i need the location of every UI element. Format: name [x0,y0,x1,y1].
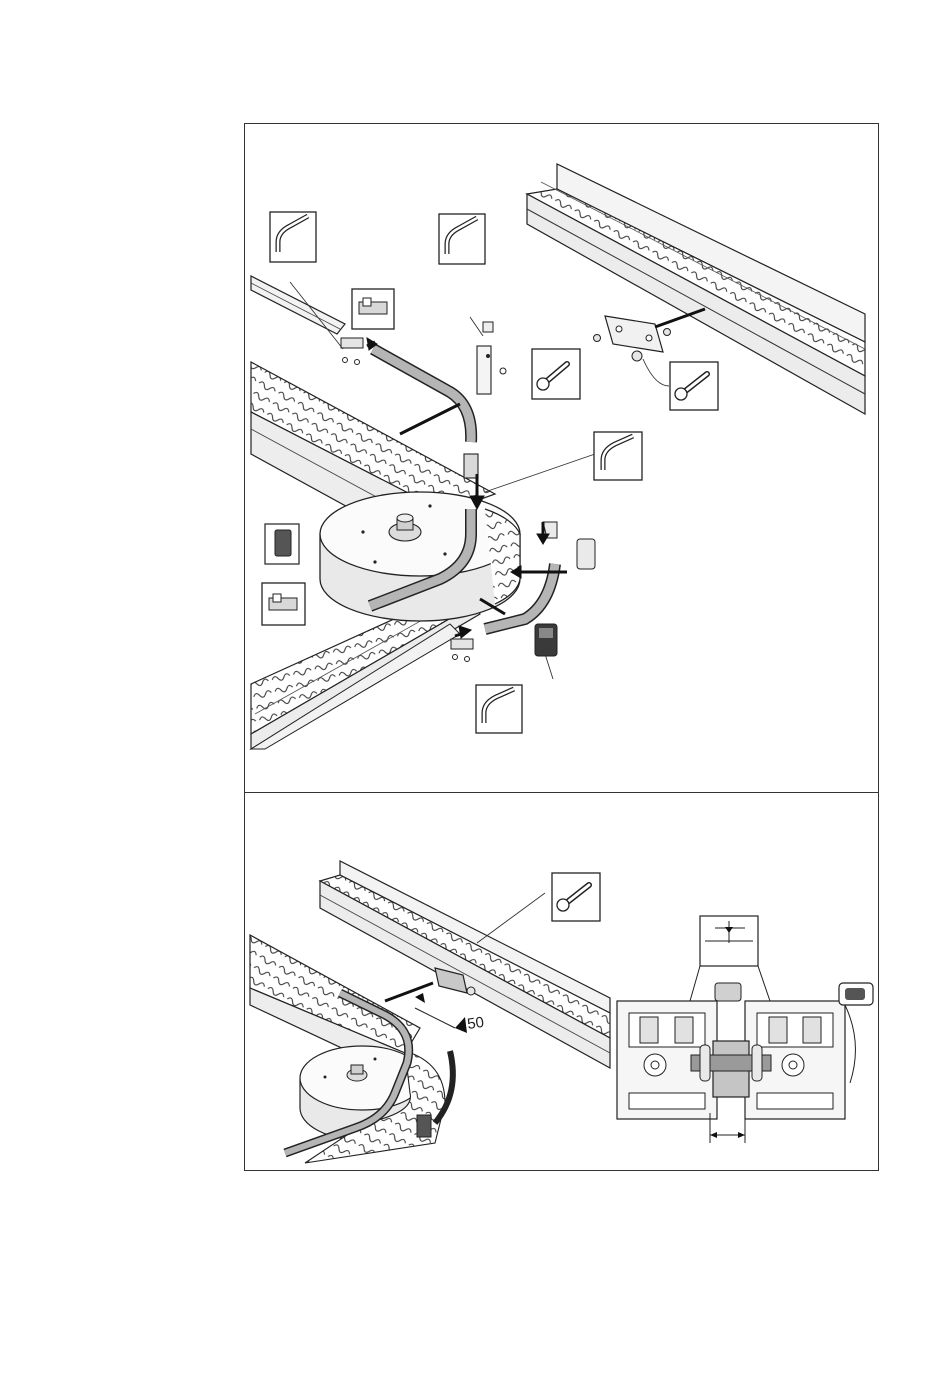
rail-end-cap-top [543,522,595,569]
mounted-assembly-drawing: 50 [245,793,880,1171]
tool-box-hex-key-2 [439,214,485,264]
tool-box-clamp-detail-bottom [262,583,305,625]
tool-box-hex-key-1 [270,212,316,262]
corner-wheel [320,492,520,621]
tool-box-open-end-wrench-1 [532,349,580,399]
tool-box-open-end-wrench-bottom [552,873,600,921]
coupling-bracket-right [594,316,671,361]
mounted-assembly-panel: 50 [244,793,879,1171]
leader-line-wrench [477,893,545,943]
guide-rail-strip-upper-left [251,276,345,334]
tool-box-hex-key-4 [476,685,522,733]
profile-cross-section [617,916,873,1143]
dimension-value-label: 50 [466,1014,485,1033]
rail-end-cap-right [535,624,557,656]
rail-end-clamp-left [341,338,363,365]
exploded-assembly-panel [244,123,879,793]
tool-box-open-end-wrench-2 [670,362,718,410]
tool-box-end-cap-detail [265,524,299,564]
tool-box-clamp-detail-top [352,289,394,329]
tool-box-hex-key-3 [594,432,642,480]
exploded-assembly-drawing [245,124,880,794]
rail-end-clamp-lower [451,639,473,662]
